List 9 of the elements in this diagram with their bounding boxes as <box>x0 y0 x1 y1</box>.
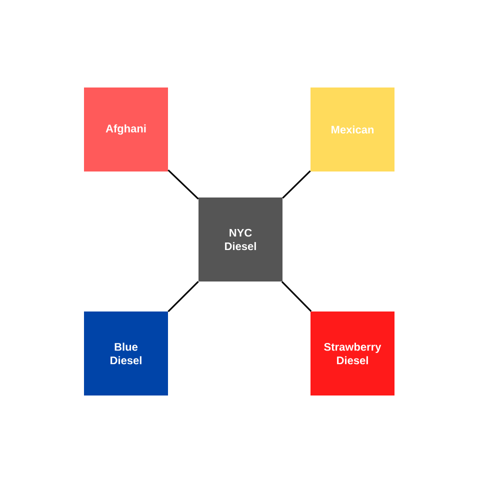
connector-line <box>168 280 199 312</box>
label-box: Blue Diesel <box>84 312 168 396</box>
connector-line <box>282 170 311 199</box>
label-box: Mexican <box>310 88 394 172</box>
label-box: Afghani <box>84 88 168 172</box>
label-box: NYC Diesel <box>198 198 282 282</box>
label-box: Strawberry Diesel <box>310 312 394 396</box>
connector-line <box>168 169 199 200</box>
connector-line <box>281 281 312 312</box>
